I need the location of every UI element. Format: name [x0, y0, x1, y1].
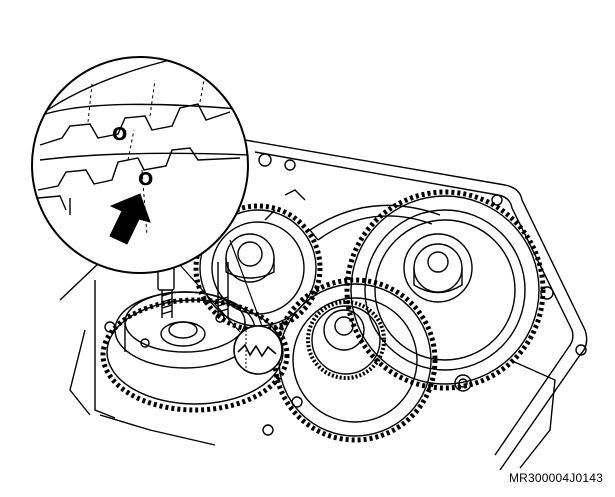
center-lower-gear — [272, 277, 438, 443]
transmission-housing — [59, 139, 588, 471]
alignment-mark-lower: O — [138, 169, 153, 190]
alignment-mark-upper: O — [112, 124, 127, 145]
thick-up-right-arrow-icon — [109, 193, 151, 245]
callout-leader-lines — [179, 239, 263, 333]
magnified-detail-callout: O O — [31, 56, 249, 274]
detail-callout-small — [233, 325, 283, 375]
figure-code: MR300004J0143 — [508, 471, 603, 485]
rear-ring-gear — [309, 204, 441, 241]
large-drive-gear — [344, 189, 546, 391]
